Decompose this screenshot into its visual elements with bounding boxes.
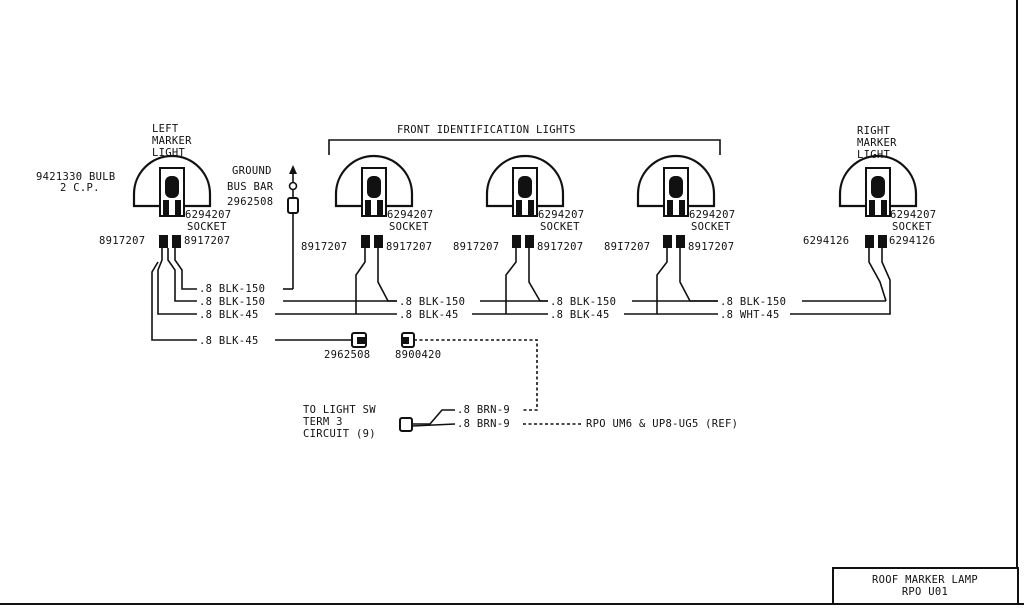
- brn-wire-label-1: .8 BRN-9: [457, 404, 510, 416]
- title-block-line-2: RPO U01: [902, 586, 948, 598]
- wire-label-5: .8 BLK-45: [399, 309, 459, 321]
- left-light-title-2: MARKER: [152, 135, 192, 147]
- brn-wire-label-2: .8 BRN-9: [457, 418, 510, 430]
- front-lamp-2: [485, 154, 565, 248]
- wire-label-3: .8 BLK-45: [199, 309, 259, 321]
- title-block: ROOF MARKER LAMP RPO U01: [832, 567, 1019, 605]
- reference-label: RPO UM6 & UP8-UG5 (REF): [586, 418, 738, 430]
- wire-label-8: .8 BLK-150: [720, 296, 786, 308]
- front-1-socket-label: SOCKET: [389, 221, 429, 233]
- right-socket-pn: 6294207: [890, 209, 936, 221]
- right-light-title-2: MARKER: [857, 137, 897, 149]
- connector-2-pn: 8900420: [395, 349, 441, 361]
- wire-label-1: .8 BLK-150: [199, 283, 265, 295]
- title-block-line-1: ROOF MARKER LAMP: [872, 574, 978, 586]
- left-socket-label: SOCKET: [187, 221, 227, 233]
- wire-label-4: .8 BLK-150: [399, 296, 465, 308]
- left-light-title-1: LEFT: [152, 123, 179, 135]
- left-socket-pn: 6294207: [185, 209, 231, 221]
- ground-label: GROUND: [232, 165, 272, 177]
- left-marker-lamp: [132, 154, 212, 248]
- bus-bar-pn: 2962508: [227, 196, 273, 208]
- wire-label-10: .8 BLK-45: [199, 335, 259, 347]
- front-2-socket-pn: 6294207: [538, 209, 584, 221]
- right-term-right: 6294126: [889, 235, 935, 247]
- connector-1-pn: 2962508: [324, 349, 370, 361]
- labels: LEFT MARKER LIGHT 9421330 BULB 2 C.P. 62…: [36, 123, 936, 440]
- front-2-socket-label: SOCKET: [540, 221, 580, 233]
- bus-bar-label: BUS BAR: [227, 181, 274, 193]
- front-3-term-right: 8917207: [688, 241, 734, 253]
- front-1-term-right: 8917207: [386, 241, 432, 253]
- front-group-title: FRONT IDENTIFICATION LIGHTS: [397, 124, 576, 136]
- front-3-socket-pn: 6294207: [689, 209, 735, 221]
- light-switch-label-1: TO LIGHT SW: [303, 404, 376, 416]
- right-light-title-1: RIGHT: [857, 125, 890, 137]
- left-bulb-pn: 9421330 BULB: [36, 171, 115, 183]
- light-switch-label-3: CIRCUIT (9): [303, 428, 376, 440]
- right-socket-label: SOCKET: [892, 221, 932, 233]
- left-bulb-cp: 2 C.P.: [60, 182, 100, 194]
- light-switch-label-2: TERM 3: [303, 416, 343, 428]
- front-2-term-left: 8917207: [453, 241, 499, 253]
- wire-label-2: .8 BLK-150: [199, 296, 265, 308]
- wire-label-9: .8 WHT-45: [720, 309, 780, 321]
- front-1-socket-pn: 6294207: [387, 209, 433, 221]
- left-term-right: 8917207: [184, 235, 230, 247]
- front-2-term-right: 8917207: [537, 241, 583, 253]
- front-lamp-3: [636, 154, 716, 248]
- right-marker-lamp: [838, 154, 918, 248]
- front-3-socket-label: SOCKET: [691, 221, 731, 233]
- right-light-title-3: LIGHT: [857, 149, 890, 161]
- wire-label-7: .8 BLK-45: [550, 309, 610, 321]
- wire-label-6: .8 BLK-150: [550, 296, 616, 308]
- front-1-term-left: 8917207: [301, 241, 347, 253]
- ground-bus-bar-icon: [283, 165, 299, 290]
- wire-harness: [151, 248, 891, 432]
- front-lamp-1: [334, 154, 414, 248]
- front-group-bracket: [328, 139, 721, 155]
- left-term-left: 8917207: [99, 235, 145, 247]
- left-light-title-3: LIGHT: [152, 147, 185, 159]
- right-term-left: 6294126: [803, 235, 849, 247]
- front-3-term-left: 89I7207: [604, 241, 650, 253]
